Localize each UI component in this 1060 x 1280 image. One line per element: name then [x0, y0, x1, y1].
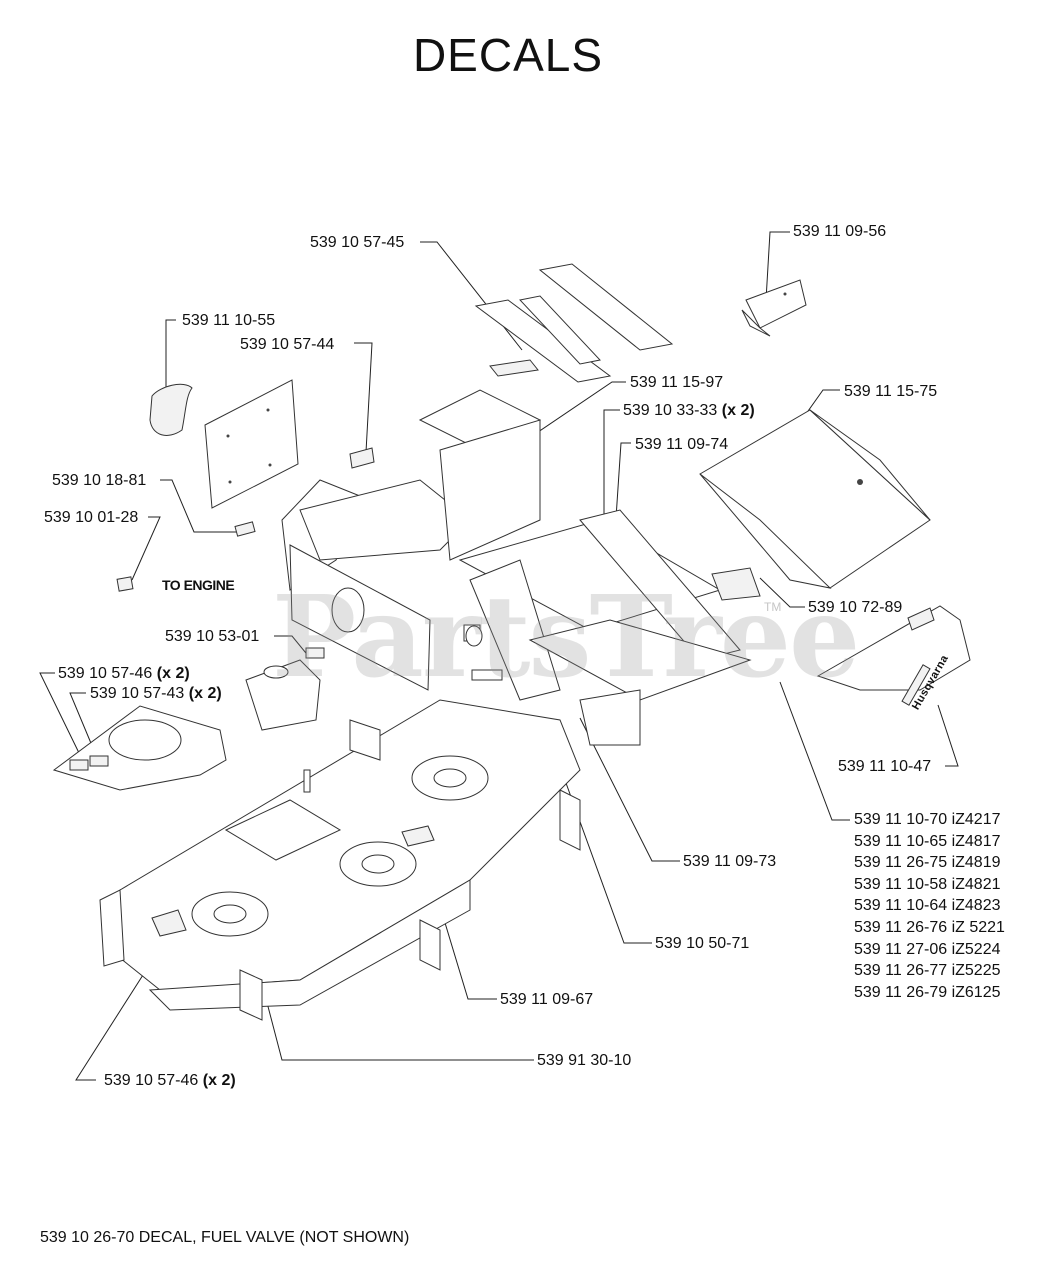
callout: 539 10 33-33 (x 2)	[623, 402, 755, 419]
callout: 539 91 30-10	[537, 1052, 632, 1069]
callout: 539 11 15-75	[844, 383, 938, 400]
bracket-part	[741, 279, 807, 337]
model-list-item: 539 11 10-58 iZ4821	[854, 875, 1001, 893]
model-list-item: 539 11 10-70 iZ4217	[854, 811, 1001, 828]
footer-note: 539 10 26-70 DECAL, FUEL VALVE (NOT SHOW…	[40, 1229, 410, 1246]
model-list-item: 539 11 27-06 iZ5224	[854, 940, 1001, 958]
watermark-tm: TM	[764, 600, 782, 614]
leader-lines	[39, 231, 959, 1081]
model-list-item: 539 11 26-75 iZ4819	[854, 854, 1001, 872]
left-panel	[149, 379, 299, 509]
model-list-item: 539 11 26-76 iZ 5221	[854, 918, 1005, 936]
callout: 539 10 50-71	[655, 935, 750, 952]
model-list: 539 11 10-70 iZ4217 539 11 10-65 iZ4817 …	[854, 809, 1005, 1003]
callout: 539 10 57-44	[240, 336, 335, 353]
callout: 539 10 01-28	[44, 509, 139, 526]
model-list-item: 539 11 10-65 iZ4817	[854, 832, 1001, 850]
left-shield	[52, 705, 227, 791]
brand-decal	[901, 664, 931, 706]
side-shield	[816, 605, 971, 691]
callout: 539 10 57-46 (x 2)	[58, 665, 190, 682]
right-hood	[699, 409, 931, 601]
callout: 539 11 09-73	[683, 853, 777, 870]
callout: 539 10 72-89	[808, 599, 903, 616]
fuel-tank	[245, 647, 325, 731]
model-list-item: 539 11 26-77 iZ5225	[854, 962, 1001, 980]
callout: 539 11 10-55	[182, 312, 276, 329]
callout: 539 10 57-46 (x 2)	[104, 1072, 236, 1089]
page-title: DECALS	[412, 29, 604, 81]
callout: 539 11 09-67	[500, 991, 594, 1008]
to-engine-label: TO ENGINE	[162, 577, 235, 593]
callout: 539 11 15-97	[630, 374, 724, 391]
callout: 539 11 10-47	[838, 758, 932, 775]
callout: 539 10 57-45	[310, 234, 405, 251]
mower-deck	[99, 699, 581, 1021]
model-list-item: 539 11 10-64 iZ4823	[854, 897, 1001, 915]
callout: 539 10 18-81	[52, 472, 147, 489]
model-list-item: 539 11 26-79 iZ6125	[854, 983, 1001, 1001]
tractor-frame	[234, 389, 752, 746]
strap-frame	[474, 263, 674, 383]
callout: 539 11 09-56	[793, 223, 887, 240]
callout: 539 10 57-43 (x 2)	[90, 685, 222, 702]
engine-decal	[116, 576, 134, 592]
callout: 539 11 09-74	[635, 436, 729, 453]
callout: 539 10 53-01	[165, 628, 260, 645]
watermark-text: PartsTree	[272, 572, 860, 703]
decal-small	[349, 447, 375, 469]
